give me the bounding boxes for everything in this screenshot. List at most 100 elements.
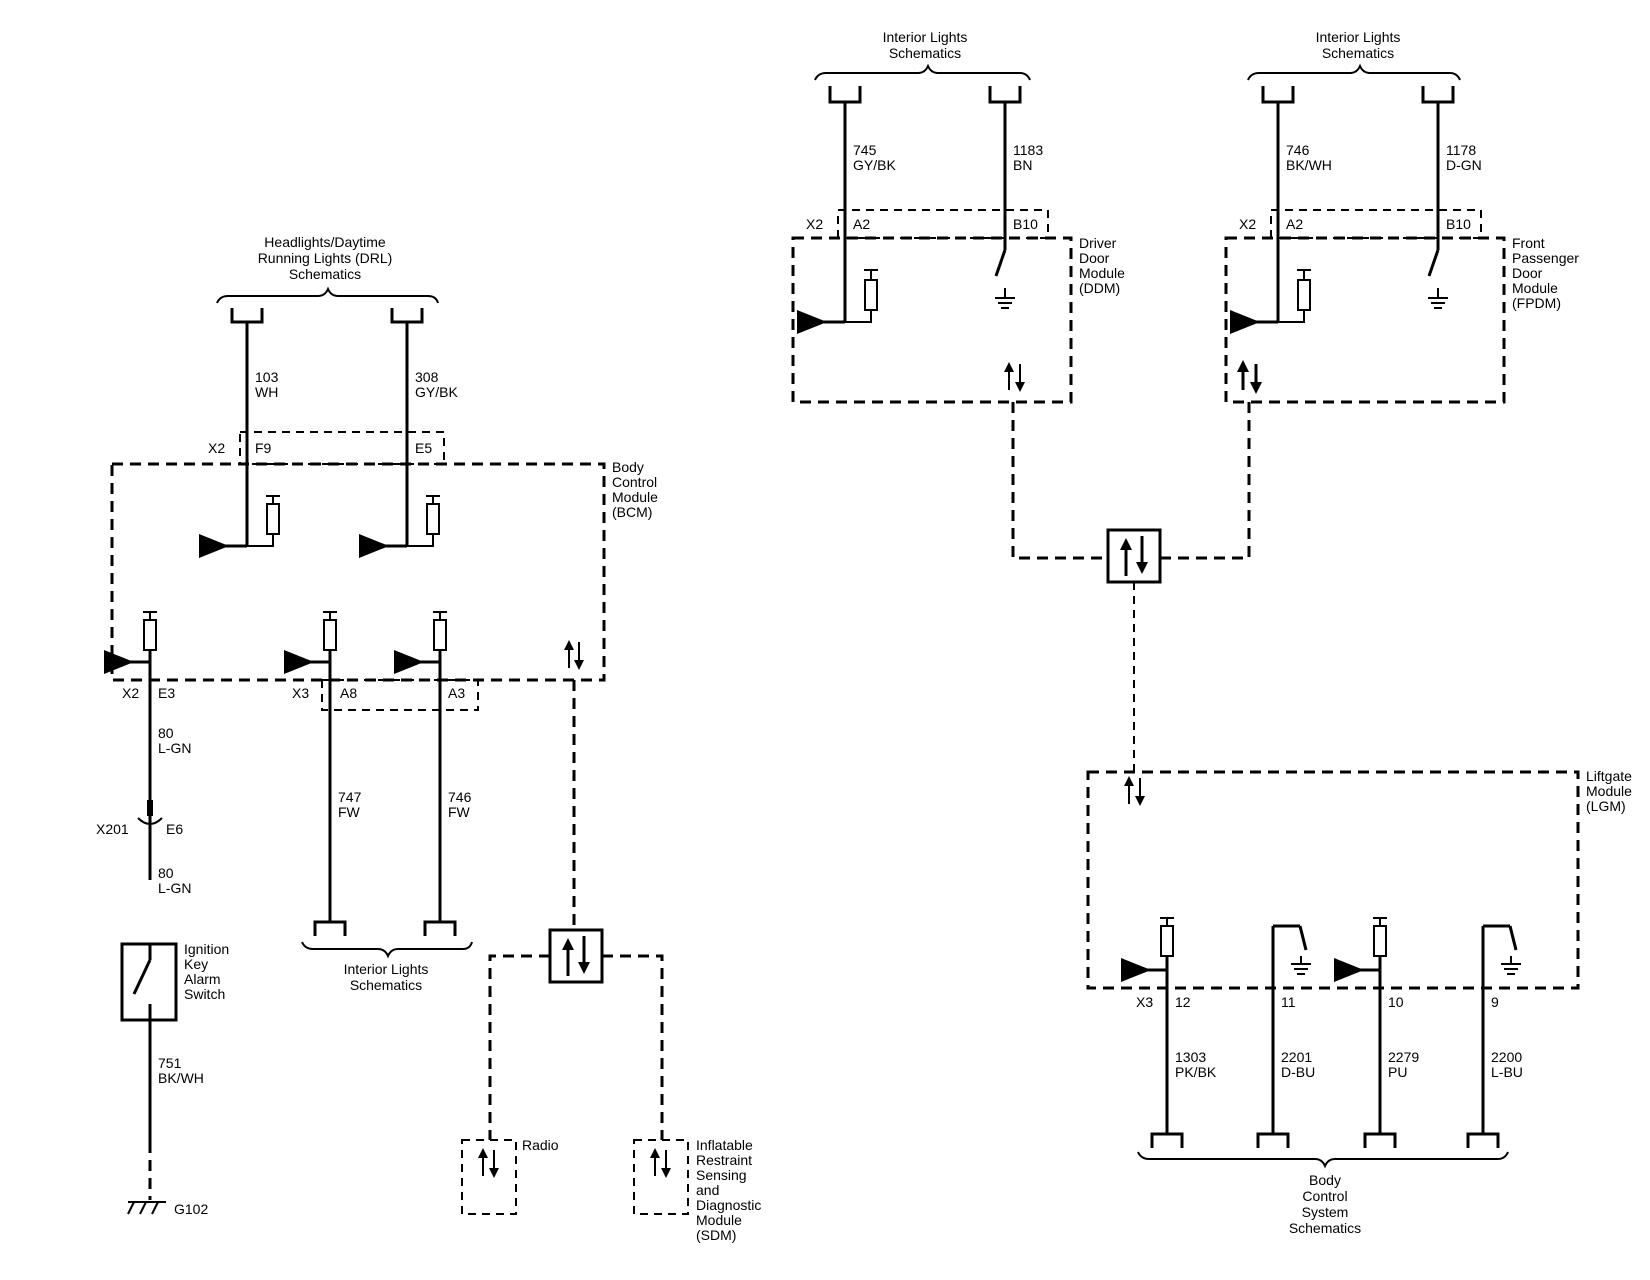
lgm-data-link-icon — [1124, 776, 1145, 806]
sdm-label-7: (SDM) — [696, 1227, 736, 1243]
switch-label-1: Ignition — [184, 941, 229, 957]
ddm-x2-pin1: A2 — [853, 216, 870, 232]
bcm-label-1: Body — [612, 459, 644, 475]
wire-308-color: GY/BK — [415, 384, 458, 400]
wire-1303-color: PK/BK — [1175, 1064, 1217, 1080]
ddm-serial-data-line — [1011, 402, 1108, 560]
ddm-label-1: Driver — [1079, 235, 1117, 251]
lgm-x3-pin-11: 11 — [1281, 994, 1296, 1010]
bcm-label-3: Module — [612, 489, 658, 505]
wire-103-color: WH — [255, 384, 278, 400]
ddm-x2-pin2: B10 — [1013, 216, 1038, 232]
bcm-x3-name: X3 — [292, 685, 309, 701]
x201-name: X201 — [96, 821, 129, 837]
switch-label-2: Key — [184, 956, 208, 972]
sdm-data-line — [602, 954, 664, 1140]
bcm-label-2: Control — [612, 474, 657, 490]
ddm-switch-1183 — [994, 249, 1015, 309]
radio-data-link-icon — [478, 1148, 499, 1178]
ground-g102-label: G102 — [174, 1201, 208, 1217]
ddm-label-4: (DDM) — [1079, 280, 1120, 296]
bcm-x3-connector — [321, 679, 479, 711]
bcm-x2-top-pin2: E5 — [415, 440, 432, 456]
sdm-label-3: Sensing — [696, 1167, 747, 1183]
fpdm-interior-connector-2 — [1421, 86, 1455, 104]
interior-lights-bottom-label-1: Interior Lights — [344, 961, 429, 977]
lgm-label-3: (LGM) — [1586, 798, 1626, 814]
fpdm-data-link-icon — [1237, 360, 1262, 394]
headlights-connector-1 — [230, 308, 264, 324]
wire-103-num: 103 — [255, 369, 279, 385]
wire-80a-color: L-GN — [158, 740, 191, 756]
wire-2201-color: D-BU — [1281, 1064, 1315, 1080]
sdm-label-2: Restraint — [696, 1152, 752, 1168]
bcm-output-circuit-747 — [284, 611, 337, 922]
lgm-module-box — [1086, 770, 1580, 990]
ddm-label-2: Door — [1079, 250, 1110, 266]
fpdm-label-4: Module — [1512, 280, 1558, 296]
lgm-x3-pin-9: 9 — [1491, 994, 1499, 1010]
fpdm-input-circuit-746 — [1230, 269, 1311, 334]
radio-data-line — [488, 954, 550, 1140]
bcm-x3-pin2: A3 — [448, 685, 465, 701]
fpdm-x2-name: X2 — [1239, 216, 1256, 232]
sdm-label-5: Diagnostic — [696, 1197, 761, 1213]
wire-747-num: 747 — [338, 789, 362, 805]
headlights-brace — [216, 286, 439, 304]
bcm-output-circuit-746 — [394, 611, 447, 922]
fpdm-serial-data-line — [1160, 402, 1251, 560]
wire-746-color: BK/WH — [1286, 157, 1332, 173]
bcm-x2-top-name: X2 — [208, 440, 225, 456]
ddm-input-circuit-745 — [797, 269, 878, 334]
bcm-x3-pin1: A8 — [340, 685, 357, 701]
lgm-label-1: Liftgate — [1586, 768, 1632, 784]
bcm-input-circuit-103 — [199, 495, 280, 558]
serial-data-splice-right — [1106, 528, 1162, 584]
bcm-x2-bot-pin: E3 — [158, 685, 175, 701]
radio-module-box — [461, 1139, 517, 1215]
interior-lights-top1-label-1: Interior Lights — [883, 29, 968, 45]
switch-label-4: Switch — [184, 986, 225, 1002]
wire-751-num: 751 — [158, 1055, 182, 1071]
sdm-data-link-icon — [650, 1148, 671, 1178]
wire-2200-color: L-BU — [1491, 1064, 1523, 1080]
bcm-x2-bot-name: X2 — [122, 685, 139, 701]
ddm-interior-connector-2 — [988, 86, 1022, 104]
interior-lights-bottom-label-2: Schematics — [350, 977, 422, 993]
wire-2279-color: PU — [1388, 1064, 1407, 1080]
wire-1183-num: 1183 — [1013, 142, 1043, 158]
wire-747-color: FW — [338, 804, 361, 820]
interior-lights-top2-brace — [1247, 63, 1461, 81]
ddm-label-3: Module — [1079, 265, 1125, 281]
bcs-label-4: Schematics — [1289, 1220, 1361, 1236]
ddm-x2-name: X2 — [806, 216, 823, 232]
wire-308-num: 308 — [415, 369, 439, 385]
interior-lights-top2-label-2: Schematics — [1322, 45, 1394, 61]
wire-1303-num: 1303 — [1175, 1049, 1206, 1065]
bcm-x2-top-pin1: F9 — [255, 440, 272, 456]
wire-2279-num: 2279 — [1388, 1049, 1419, 1065]
interior-lights-top1-brace — [814, 63, 1031, 81]
bcs-label-1: Body — [1309, 1172, 1341, 1188]
ddm-data-link-icon — [1004, 362, 1025, 392]
bcm-data-link-icon — [564, 640, 584, 670]
ignition-key-alarm-switch — [120, 942, 178, 1022]
wire-746f-color: FW — [448, 804, 471, 820]
bcm-module-box — [110, 462, 606, 682]
fpdm-label-2: Passenger — [1512, 250, 1579, 266]
sdm-label-6: Module — [696, 1212, 742, 1228]
wire-80a-num: 80 — [158, 725, 174, 741]
wire-746f-num: 746 — [448, 789, 472, 805]
fpdm-switch-1178 — [1427, 249, 1448, 309]
wire-751-color: BK/WH — [158, 1070, 204, 1086]
wire-80b-color: L-GN — [158, 880, 191, 896]
fpdm-x2-pin1: A2 — [1286, 216, 1303, 232]
headlights-label-1: Headlights/Daytime — [264, 234, 386, 250]
wire-1178-num: 1178 — [1446, 142, 1476, 158]
sdm-label-1: Inflatable — [696, 1137, 753, 1153]
headlights-connector-2 — [390, 308, 424, 324]
lgm-circuit-1303 — [1121, 917, 1174, 1134]
wire-746-num: 746 — [1286, 142, 1310, 158]
bcm-input-circuit-308 — [359, 495, 440, 558]
